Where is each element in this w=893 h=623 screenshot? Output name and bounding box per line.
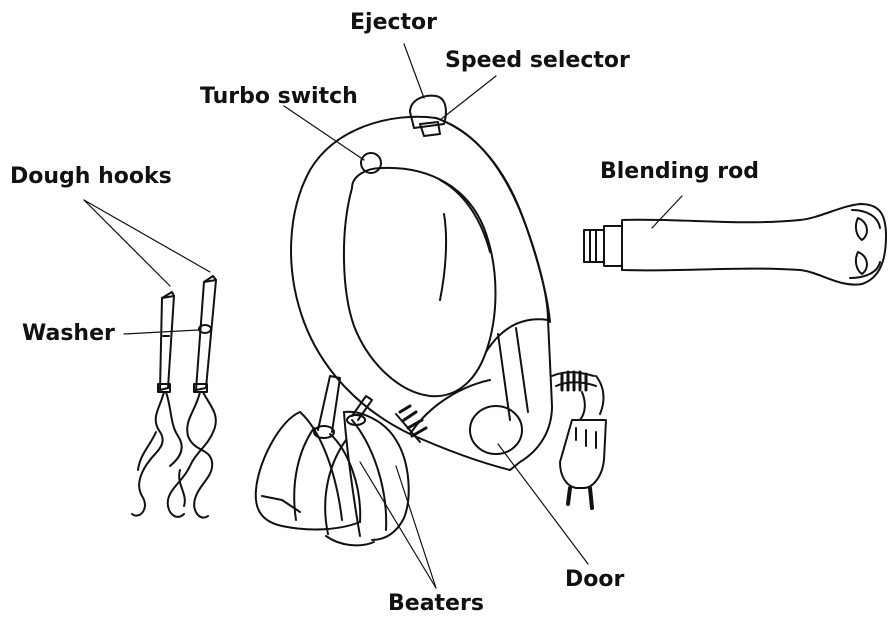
beater-loop-right: [343, 410, 410, 541]
leader-lines: [83, 43, 683, 589]
label-ejector: Ejector: [350, 10, 438, 35]
blending-rod-drawing: [583, 203, 887, 286]
leader-blending-rod: [651, 195, 683, 229]
dough-hook-shaft-left: [159, 291, 175, 391]
label-beaters: Beaters: [388, 591, 484, 616]
dough-hook-loop-right: [186, 391, 214, 519]
label-washer: Washer: [22, 321, 115, 346]
turbo-switch-button: [360, 152, 382, 174]
mixer-grip-opening: [343, 166, 497, 398]
leader-beaters-right: [395, 465, 437, 589]
leader-dough-hook-right: [83, 199, 211, 273]
leader-washer: [123, 329, 199, 335]
vent-slots: [398, 404, 428, 438]
leader-ejector: [403, 43, 425, 99]
beater-shaft-right: [351, 395, 373, 421]
ejector-button: [409, 94, 447, 129]
label-turbo-switch: Turbo switch: [200, 84, 358, 109]
dough-hooks-drawing: [131, 275, 217, 519]
blending-rod-shaft: [621, 203, 887, 286]
leader-door: [497, 443, 589, 565]
mixer-body-drawing: [290, 94, 607, 510]
speed-selector-slider: [419, 121, 441, 137]
dough-hook-loop-left: [131, 391, 165, 517]
leader-dough-hook-left: [83, 199, 171, 287]
beater-loop-left: [254, 411, 361, 531]
label-dough-hooks: Dough hooks: [10, 164, 172, 189]
washer-ring: [198, 324, 212, 334]
leader-beaters-left: [359, 461, 437, 589]
leader-turbo-switch: [283, 105, 365, 161]
beaters-drawing: [254, 410, 410, 547]
label-speed-selector: Speed selector: [445, 48, 630, 73]
mixer-handle-outer: [290, 115, 511, 471]
plug-prongs: [566, 486, 594, 510]
label-blending-rod: Blending rod: [600, 159, 759, 184]
label-door: Door: [565, 567, 625, 592]
door-panel: [469, 405, 523, 455]
power-plug: [559, 419, 607, 489]
leader-speed-selector: [439, 75, 497, 121]
cord-spring: [560, 370, 588, 392]
beater-shaft-left: [317, 375, 341, 433]
